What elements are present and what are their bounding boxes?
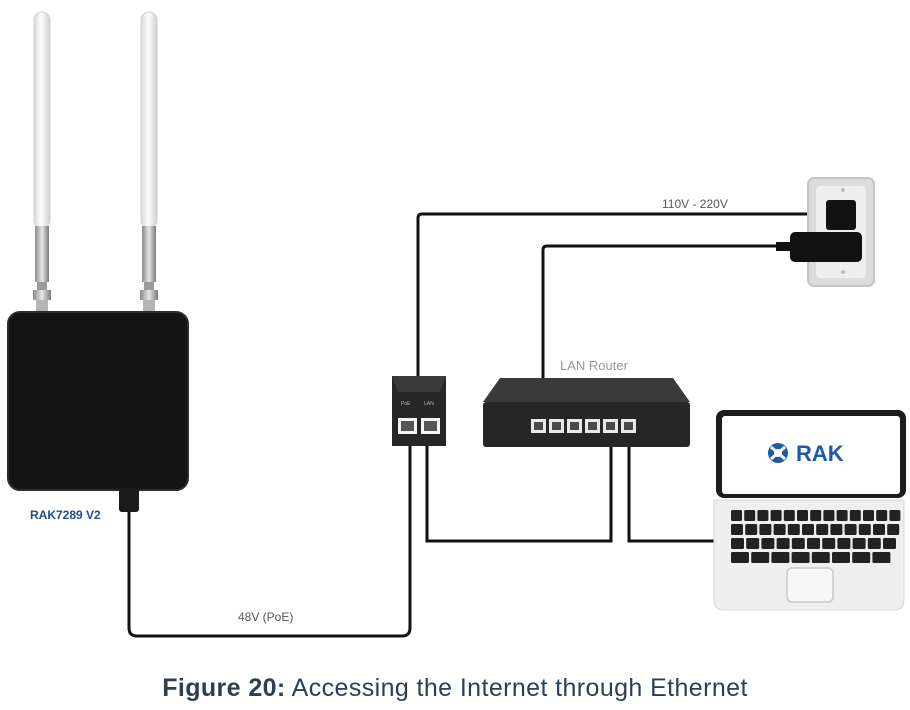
keyboard-key	[837, 538, 851, 549]
poe-voltage-label: 48V (PoE)	[238, 610, 294, 624]
keyboard	[731, 510, 901, 563]
router-label: LAN Router	[560, 358, 628, 373]
lan-cable-router	[425, 432, 613, 543]
keyboard-key	[852, 538, 866, 549]
poe-cable	[127, 440, 412, 638]
rak-logo-icon	[768, 443, 788, 463]
keyboard-key	[791, 538, 805, 549]
keyboard-key	[761, 538, 775, 549]
poe-port-label: PoE	[401, 401, 411, 407]
antenna-icon	[140, 11, 158, 312]
keyboard-key	[810, 510, 822, 521]
keyboard-key	[822, 538, 836, 549]
keyboard-key	[844, 524, 857, 535]
keyboard-key	[873, 524, 885, 535]
laptop-icon	[713, 410, 906, 611]
keyboard-key	[836, 510, 848, 521]
figure-caption-text: Accessing the Internet through Ethernet	[291, 674, 748, 702]
cables	[127, 212, 826, 638]
keyboard-key	[731, 524, 743, 535]
keyboard-key	[787, 524, 800, 535]
gateway-icon	[7, 311, 189, 512]
keyboard-key	[791, 552, 810, 563]
lan-cable-laptop	[627, 432, 718, 543]
keyboard-key	[887, 524, 900, 535]
keyboard-key	[811, 552, 830, 563]
keyboard-key	[863, 510, 874, 521]
router-icon	[483, 378, 690, 447]
lan-port-label: LAN	[424, 401, 434, 407]
power-adapter-icon	[776, 232, 862, 262]
keyboard-key	[757, 510, 769, 521]
keyboard-key	[883, 538, 896, 549]
keyboard-key	[823, 510, 835, 521]
keyboard-key	[731, 552, 749, 563]
keyboard-key	[849, 510, 861, 521]
keyboard-key	[830, 524, 843, 535]
keyboard-key	[759, 524, 772, 535]
keyboard-key	[807, 538, 820, 549]
antenna-icon	[33, 11, 51, 312]
keyboard-key	[889, 510, 901, 521]
laptop-logo-text: RAK	[796, 441, 844, 466]
keyboard-key	[744, 510, 756, 521]
keyboard-key	[867, 538, 881, 549]
keyboard-key	[858, 524, 871, 535]
keyboard-key	[746, 538, 760, 549]
keyboard-key	[876, 510, 888, 521]
device-label: RAK7289 V2	[30, 508, 101, 522]
keyboard-key	[776, 538, 790, 549]
keyboard-key	[872, 552, 891, 563]
keyboard-key	[816, 524, 829, 535]
keyboard-key	[731, 510, 742, 521]
power-cable-router	[541, 244, 790, 382]
keyboard-key	[832, 552, 850, 563]
keyboard-key	[802, 524, 814, 535]
power-cable-injector	[416, 212, 826, 382]
power-voltage-label: 110V - 220V	[662, 197, 728, 211]
figure-number: Figure 20:	[162, 674, 286, 702]
keyboard-key	[797, 510, 808, 521]
figure-caption: Figure 20: Accessing the Internet throug…	[0, 674, 910, 703]
keyboard-key	[852, 552, 871, 563]
keyboard-key	[751, 552, 770, 563]
keyboard-key	[731, 538, 744, 549]
poe-injector-icon	[392, 376, 446, 446]
keyboard-key	[771, 552, 790, 563]
router-ports	[531, 419, 636, 433]
keyboard-key	[770, 510, 782, 521]
keyboard-key	[773, 524, 786, 535]
keyboard-key	[783, 510, 795, 521]
keyboard-key	[745, 524, 758, 535]
